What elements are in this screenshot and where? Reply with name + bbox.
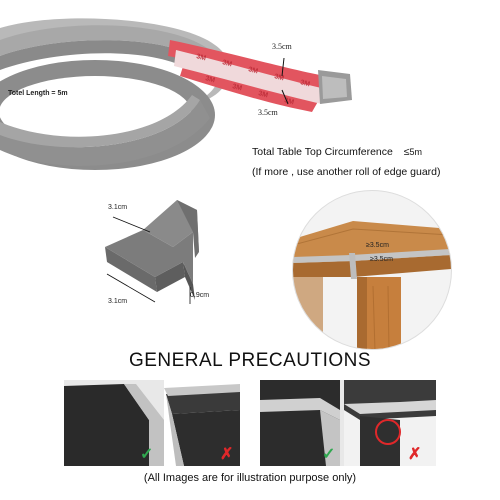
svg-text:3M: 3M [222, 59, 233, 68]
corner-bottom-dimension: 3.1cm [108, 298, 128, 305]
roll-width-label: 3.5cm [258, 108, 278, 117]
corner-thickness-dimension: 0.9cm [190, 292, 210, 299]
precaution-left-illustration [64, 380, 240, 466]
svg-text:3M: 3M [205, 75, 216, 84]
table-corner-photo [292, 190, 452, 350]
circumference-text: Total Table Top Circumference [252, 146, 393, 158]
svg-text:3M: 3M [284, 97, 295, 106]
precautions-heading: GENERAL PRECAUTIONS [128, 350, 372, 371]
table-edge-dimension-2: ≥3.5cm [370, 256, 393, 263]
table-corner-illustration [293, 221, 451, 349]
circumference-note: Total Table Top Circumference ≤5m [252, 146, 422, 158]
corner-top-dimension: 3.1cm [108, 204, 128, 211]
precaution-right-illustration [260, 380, 436, 466]
svg-text:3M: 3M [248, 66, 259, 75]
right-wrong-cross-icon: ✗ [408, 446, 422, 463]
edge-guard-roll-image: 3M 3M 3M 3M 3M 3M 3M 3M 3M [0, 18, 352, 170]
roll-height-label: 3.5cm [272, 42, 292, 51]
svg-text:3M: 3M [258, 90, 269, 99]
circumference-value: 5m [409, 147, 423, 157]
right-correct-check-icon: ✓ [322, 446, 336, 463]
left-wrong-cross-icon: ✗ [220, 446, 234, 463]
left-correct-check-icon: ✓ [140, 446, 154, 463]
svg-text:3M: 3M [196, 53, 207, 62]
svg-text:3M: 3M [300, 79, 311, 88]
table-edge-dimension-1: ≥3.5cm [366, 242, 389, 249]
corner-guard-image [105, 200, 199, 304]
roll-length-label: Totel Length = 5m [8, 90, 68, 97]
illustration-disclaimer: (All Images are for illustration purpose… [143, 472, 357, 484]
precaution-panel-left: ✓ ✗ [64, 380, 240, 466]
precaution-panel-right: ✓ ✗ [260, 380, 436, 466]
circumference-symbol: ≤ [403, 146, 410, 158]
svg-text:3M: 3M [232, 83, 243, 92]
extra-roll-note: (If more , use another roll of edge guar… [252, 166, 441, 178]
svg-text:3M: 3M [274, 73, 285, 82]
